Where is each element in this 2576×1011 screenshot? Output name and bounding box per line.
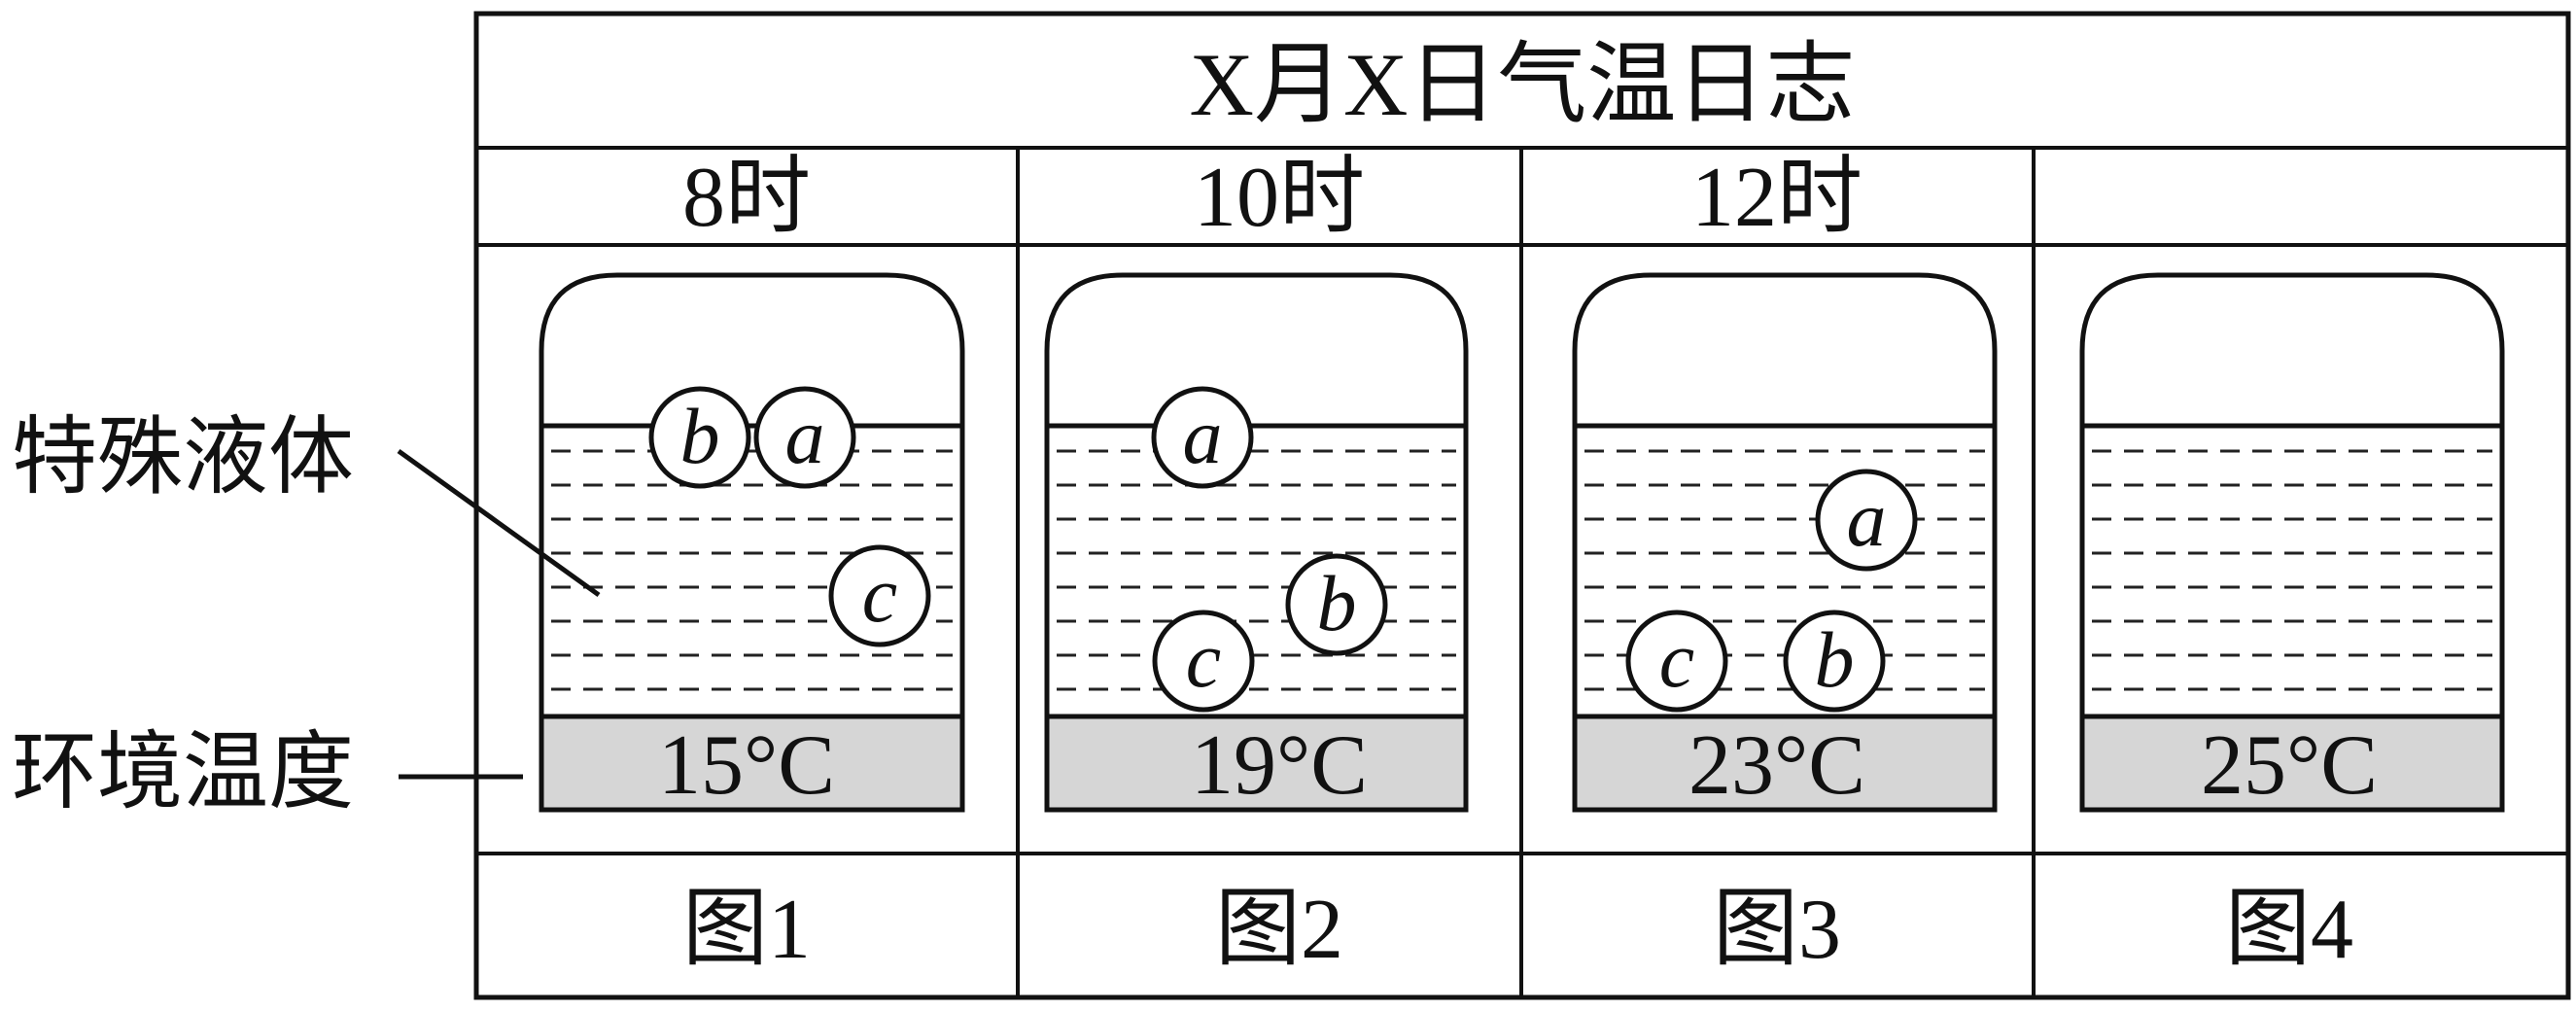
ball-circle [753, 386, 856, 489]
time-label: 8时 [682, 151, 811, 245]
figure-caption: 图3 [1713, 883, 1841, 977]
ball-circle [1151, 386, 1254, 489]
ball-label: a [785, 392, 825, 480]
ball-label: a [1847, 474, 1887, 563]
time-label: 10时 [1194, 151, 1365, 245]
panel-2: 10时 19°C a b c 图2 [1044, 151, 1469, 977]
time-label: 12时 [1691, 151, 1862, 245]
container-outline [1044, 272, 1469, 813]
liquid-body [2082, 426, 2502, 716]
ball-b: b [648, 386, 751, 489]
ball-b: b [1285, 553, 1388, 656]
ball-a: a [1151, 386, 1254, 489]
ball-c: c [1152, 610, 1255, 713]
diagram-title: X月X日气温日志 [1190, 35, 1856, 134]
ball-b: b [1783, 610, 1886, 713]
container-outline [2079, 272, 2505, 813]
ball-circle [1152, 610, 1255, 713]
temperature-value: 19°C [1191, 718, 1368, 813]
ball-label: c [1659, 615, 1694, 704]
ball-label: b [680, 392, 720, 480]
ball-c: c [828, 544, 931, 647]
container-outline [1572, 272, 1998, 813]
ball-circle [1783, 610, 1886, 713]
ball-circle [1815, 469, 1918, 572]
ball-label: c [1186, 615, 1221, 704]
ball-label: c [862, 550, 897, 639]
figure-caption: 图2 [1215, 883, 1343, 977]
temperature-callout-label: 环境温度 [12, 726, 354, 820]
panel-3: 12时 23°C a c b 图3 [1572, 151, 1998, 977]
figure-caption: 图4 [2225, 883, 2353, 977]
temperature-value: 23°C [1688, 718, 1865, 813]
ball-circle [828, 544, 931, 647]
ball-circle [1625, 610, 1728, 713]
ball-circle [1285, 553, 1388, 656]
ball-label: a [1183, 392, 1223, 480]
ball-label: b [1815, 615, 1855, 704]
temperature-value: 25°C [2201, 718, 2378, 813]
container-outline [539, 272, 965, 813]
ball-circle [648, 386, 751, 489]
ball-a: a [1815, 469, 1918, 572]
liquid-body [1047, 426, 1466, 716]
figure-caption: 图1 [682, 883, 811, 977]
temperature-band [539, 714, 965, 813]
liquid-callout-label: 特殊液体 [12, 411, 354, 506]
panel-4: 25°C 图4 [2079, 272, 2505, 977]
temperature-value: 15°C [658, 718, 835, 813]
liquid-leader-line [397, 448, 601, 598]
ball-a: a [753, 386, 856, 489]
ball-c: c [1625, 610, 1728, 713]
ball-label: b [1317, 559, 1357, 647]
